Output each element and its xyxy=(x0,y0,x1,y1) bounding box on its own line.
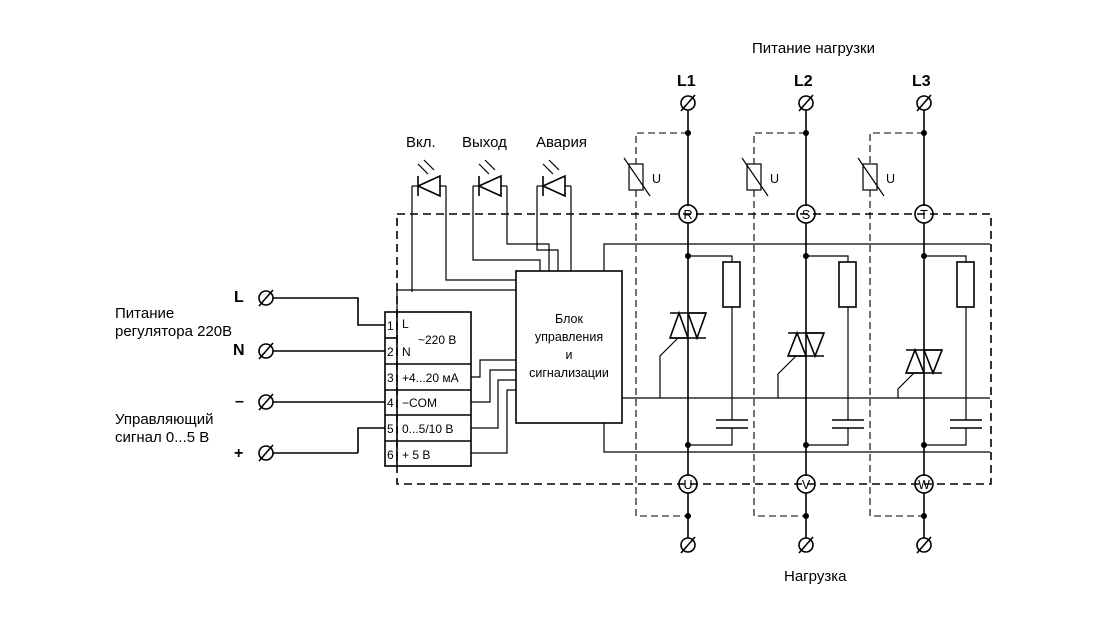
terminal-num-1: 1 xyxy=(387,319,394,333)
control-block-label-line2: управления xyxy=(535,330,603,344)
terminal-label-3: +4...20 мА xyxy=(402,371,459,385)
control-signal-label-line2: сигнал 0...5 В xyxy=(115,429,209,446)
terminal-num-5: 5 xyxy=(387,422,394,436)
terminal-label-5: 0...5/10 В xyxy=(402,422,453,436)
phase-label-1: L1 xyxy=(677,73,696,90)
terminal-num-6: 6 xyxy=(387,448,394,462)
led-on: Вкл. xyxy=(406,134,516,292)
varistor-u-label-1: U xyxy=(652,172,661,186)
control-block-label-line1: Блок xyxy=(555,312,583,326)
regulator-supply-label-line1: Питание xyxy=(115,305,174,322)
terminal-label-1: L xyxy=(402,317,409,331)
control-block-label-line4: сигнализации xyxy=(529,366,609,380)
control-block: Блок управления и сигнализации xyxy=(515,270,623,424)
input-terminal-n: N xyxy=(233,342,385,360)
varistor-u-label-3: U xyxy=(886,172,895,186)
out-terminal-2: V xyxy=(802,478,811,492)
input-sign-minus: – xyxy=(235,393,244,410)
control-signal-label-line1: Управляющий xyxy=(115,411,214,428)
led-on-label: Вкл. xyxy=(406,134,436,151)
terminal-label-6: + 5 В xyxy=(402,448,430,462)
out-terminal-1: U xyxy=(683,478,692,492)
input-sign-n: N xyxy=(233,342,245,359)
varistor-u-label-2: U xyxy=(770,172,779,186)
terminal-voltage-label: ~220 В xyxy=(418,333,456,347)
load-supply-label: Питание нагрузки xyxy=(752,40,875,57)
input-terminal-plus: + xyxy=(234,427,385,462)
terminal-num-2: 2 xyxy=(387,345,394,359)
phase-label-2: L2 xyxy=(794,73,813,90)
regulator-supply-label-line2: регулятора 220В xyxy=(115,323,232,340)
phase-channel-3: L3 U T W xyxy=(857,73,982,554)
out-terminal-3: W xyxy=(918,478,930,492)
terminal-num-3: 3 xyxy=(387,371,394,385)
terminal-label-4: −COM xyxy=(402,396,437,410)
in-terminal-3: T xyxy=(920,208,928,222)
in-terminal-2: S xyxy=(802,208,810,222)
led-out: Выход xyxy=(462,134,550,271)
led-alarm-label: Авария xyxy=(536,134,587,151)
control-block-label-line3: и xyxy=(566,348,573,362)
terminal-label-2: N xyxy=(402,345,411,359)
phase-channel-2: L2 U S V xyxy=(741,73,864,554)
input-terminal-minus: – xyxy=(235,393,385,411)
load-label: Нагрузка xyxy=(784,568,847,585)
phase-channel-1: L1 U R U xyxy=(623,73,748,554)
device-outline xyxy=(396,213,992,485)
input-terminal-l: L xyxy=(234,289,385,326)
input-sign-plus: + xyxy=(234,445,243,462)
in-terminal-1: R xyxy=(683,208,692,222)
terminal-block: 1 2 3 4 5 6 L N ~220 В +4...20 мА −COM 0… xyxy=(384,311,472,467)
led-out-label: Выход xyxy=(462,134,507,151)
led-alarm: Авария xyxy=(536,134,587,271)
terminal-num-4: 4 xyxy=(387,396,394,410)
phase-label-3: L3 xyxy=(912,73,931,90)
input-sign-l: L xyxy=(234,289,244,306)
